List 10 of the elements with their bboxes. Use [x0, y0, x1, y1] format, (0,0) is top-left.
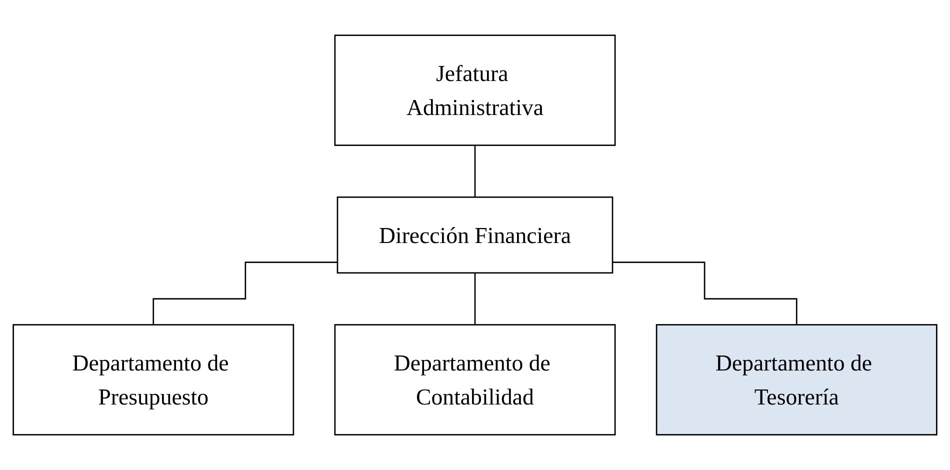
connector	[474, 144, 476, 198]
node-box	[334, 324, 616, 436]
node-box	[334, 34, 616, 146]
node-box	[12, 324, 294, 436]
connector	[152, 262, 338, 326]
connector	[474, 272, 476, 326]
node-box	[336, 196, 614, 274]
connector	[612, 262, 798, 326]
node-box	[656, 324, 938, 436]
org-chart: Jefatura Administrativa Dirección Financiera Departamento de Presupuesto Departamento de Contabilidad Departamento de Tesorería	[5, 26, 945, 444]
